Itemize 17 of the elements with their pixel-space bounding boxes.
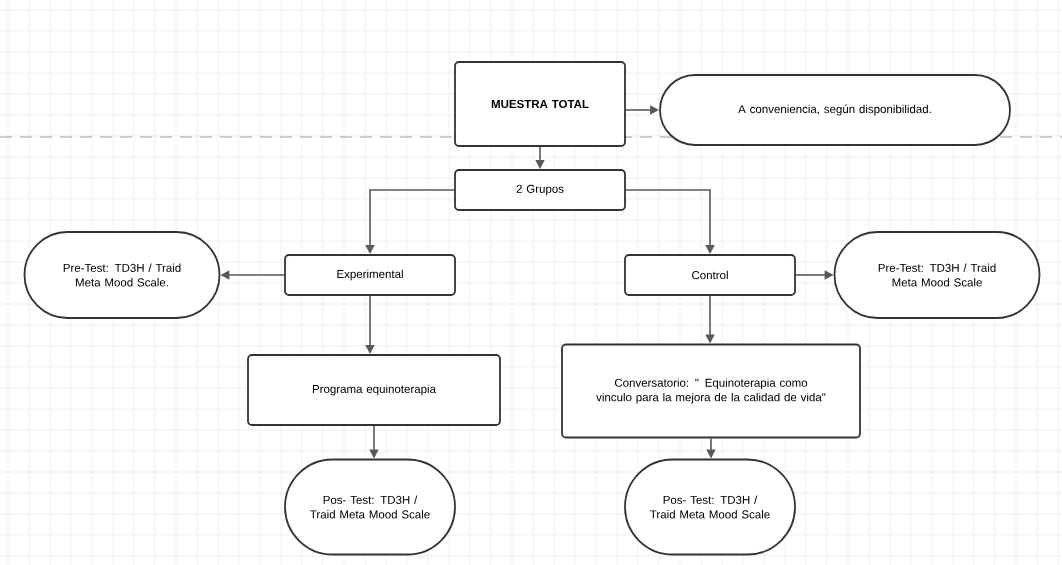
- node-label: Pos- Test: TD3H / Traid Meta Mood Scale: [310, 495, 430, 519]
- process-box: Programa equinoterapia: [247, 354, 501, 426]
- node-label: Pre-Test: TD3H / Traid Meta Mood Scale: [878, 263, 996, 287]
- node-label: Pos- Test: TD3H / Traid Meta Mood Scale: [650, 495, 770, 519]
- title-box: MUESTRA TOTAL: [454, 61, 626, 147]
- rounded-box: Pos- Test: TD3H / Traid Meta Mood Scale: [624, 458, 796, 556]
- rounded-box: Pos- Test: TD3H / Traid Meta Mood Scale: [284, 458, 456, 556]
- process-box: Conversatorio: " Equinoterapia como vinculo para la mejora de la calidad de vida": [561, 343, 861, 439]
- arrow: [535, 146, 545, 169]
- rounded-box: A conveniencia, según disponibilidad.: [659, 74, 1011, 146]
- process-box: Experimental: [284, 254, 456, 296]
- arrow: [365, 295, 375, 354]
- process-box: Control: [624, 254, 796, 296]
- arrow: [625, 189, 715, 254]
- process-box: 2 Grupos: [454, 169, 626, 211]
- rounded-box: Pre-Test: TD3H / Traid Meta Mood Scale: [833, 231, 1041, 319]
- rounded-box: Pre-Test: TD3H / Traid Meta Mood Scale.: [23, 231, 221, 319]
